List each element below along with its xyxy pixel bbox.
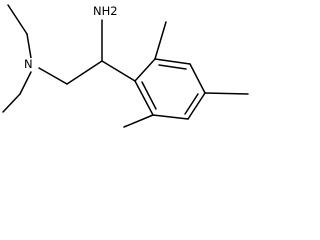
ring-bond-c3-c4 [189,63,206,94]
tertiary-nitrogen-label: N [23,57,34,71]
para-methyl-bond [204,92,249,95]
ring-bond-c2-c3 [154,58,191,65]
n-to-methylene-bond [38,67,68,85]
ring-bond-c1-c2 [134,58,156,82]
ring-bond-c5-c6 [152,114,189,120]
ortho-methyl-bond-bottom [123,114,154,128]
ethyl-bond-ch2-ch3-lower [2,93,21,113]
structure-canvas: N NH2 [0,0,249,146]
ring-double-bond-right [184,93,199,115]
methylene-to-methine-bond [66,60,103,85]
ring-double-bond-upper [158,64,187,70]
ring-bond-c6-c1 [134,80,154,116]
methine-to-ring-bond [101,60,136,82]
amine-group-label: NH2 [92,4,119,18]
ortho-methyl-bond-top [154,21,167,60]
chemical-structure-diagram [2,4,249,128]
ring-bond-c4-c5 [187,92,206,120]
ethyl-bond-n-ch2-lower [19,71,32,95]
ring-double-bond-left [141,81,157,110]
ethyl-bond-ch2-n-upper [26,33,32,59]
ethyl-bond-ch3-ch2-upper [7,4,28,35]
